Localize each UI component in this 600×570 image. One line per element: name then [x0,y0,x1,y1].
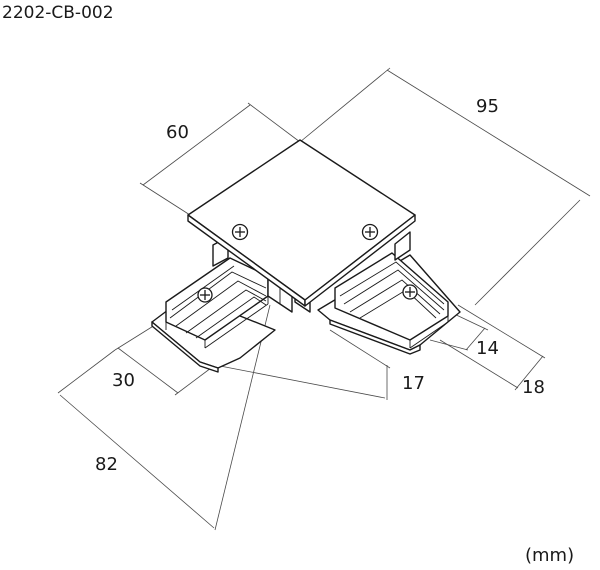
dimension-82: 82 [95,454,118,475]
unit-label: (mm) [525,545,574,566]
screw-icon [231,223,249,241]
product-code: 2202-CB-002 [2,3,114,23]
screw-icon [361,223,379,241]
dimension-95: 95 [476,96,499,117]
dimension-lines [57,67,591,531]
dimension-17: 17 [402,373,425,394]
dimension-18: 18 [522,377,545,398]
dimension-60: 60 [166,122,189,143]
screw-icon [402,284,418,300]
dimension-14: 14 [476,338,499,359]
screw-icon [197,287,213,303]
connector-body [151,139,461,373]
dimension-30: 30 [112,370,135,391]
